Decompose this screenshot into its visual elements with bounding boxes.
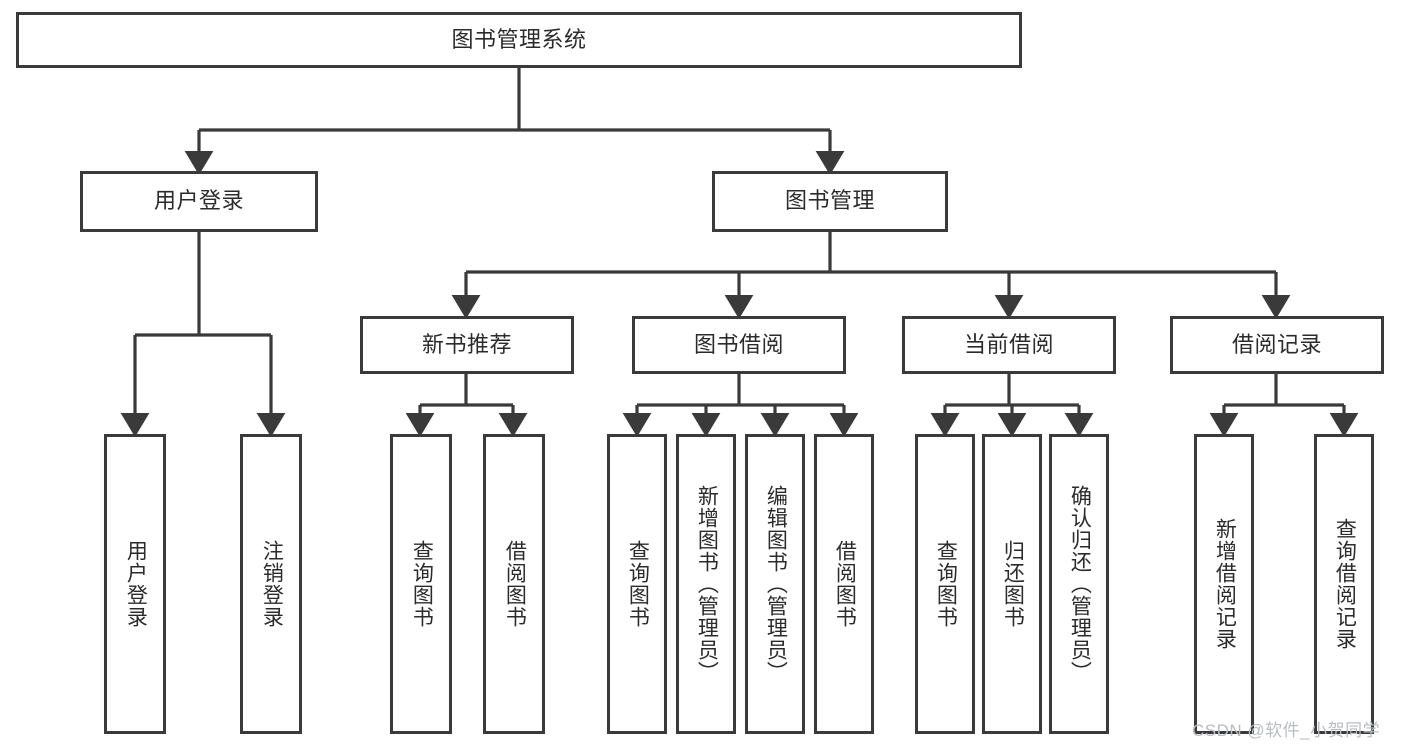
node-borrow-record[interactable]: 借阅记录 xyxy=(1170,316,1384,374)
leaf-inner: 借阅图书 xyxy=(817,437,871,731)
node-current-borrow-label: 当前借阅 xyxy=(963,331,1054,357)
leaf-label: 查询图书 xyxy=(626,540,650,628)
leaf-label: 借阅图书 xyxy=(833,540,857,628)
leaf-label: 编辑图书（管理员） xyxy=(764,485,788,683)
leaf-recommend-query-book[interactable]: 查询图书 xyxy=(390,434,452,734)
leaf-label: 查询图书 xyxy=(934,540,958,628)
node-user-login[interactable]: 用户登录 xyxy=(80,171,318,232)
node-user-login-label: 用户登录 xyxy=(153,188,244,214)
leaf-label: 查询借阅记录 xyxy=(1333,518,1357,650)
leaf-current-query-book[interactable]: 查询图书 xyxy=(915,434,975,734)
leaf-recommend-borrow-book[interactable]: 借阅图书 xyxy=(483,434,545,734)
leaf-current-confirm-return[interactable]: 确认归还（管理员） xyxy=(1049,434,1109,734)
leaf-inner: 新增图书（管理员） xyxy=(679,437,733,731)
leaf-inner: 编辑图书（管理员） xyxy=(748,437,802,731)
leaf-label: 归还图书 xyxy=(1001,540,1025,628)
node-current-borrow[interactable]: 当前借阅 xyxy=(902,316,1116,374)
node-root-label: 图书管理系统 xyxy=(451,26,587,52)
leaf-inner: 查询借阅记录 xyxy=(1317,437,1371,731)
leaf-label: 注销登录 xyxy=(260,540,284,628)
watermark-text: CSDN @软件_小贺同学 xyxy=(1192,721,1381,740)
leaf-borrow-borrow-book[interactable]: 借阅图书 xyxy=(814,434,874,734)
leaf-borrow-add-book[interactable]: 新增图书（管理员） xyxy=(676,434,736,734)
node-book-management[interactable]: 图书管理 xyxy=(712,171,948,232)
leaf-record-add-record[interactable]: 新增借阅记录 xyxy=(1194,434,1254,734)
leaf-label: 借阅图书 xyxy=(503,540,527,628)
node-book-borrow[interactable]: 图书借阅 xyxy=(632,316,846,374)
leaf-inner: 确认归还（管理员） xyxy=(1052,437,1106,731)
leaf-user-login-signout[interactable]: 注销登录 xyxy=(240,434,302,734)
leaf-label: 查询图书 xyxy=(410,540,434,628)
leaf-label: 用户登录 xyxy=(124,540,148,628)
leaf-inner: 查询图书 xyxy=(610,437,664,731)
leaf-inner: 借阅图书 xyxy=(486,437,542,731)
leaf-label: 新增借阅记录 xyxy=(1213,518,1237,650)
node-book-management-label: 图书管理 xyxy=(784,188,875,214)
leaf-inner: 注销登录 xyxy=(243,437,299,731)
leaf-user-login-signin[interactable]: 用户登录 xyxy=(104,434,166,734)
leaf-borrow-edit-book[interactable]: 编辑图书（管理员） xyxy=(745,434,805,734)
leaf-inner: 归还图书 xyxy=(985,437,1039,731)
node-new-book-recommend[interactable]: 新书推荐 xyxy=(360,316,574,374)
leaf-inner: 新增借阅记录 xyxy=(1197,437,1251,731)
leaf-label: 确认归还（管理员） xyxy=(1068,485,1092,683)
node-borrow-record-label: 借阅记录 xyxy=(1231,331,1322,357)
node-book-borrow-label: 图书借阅 xyxy=(693,331,784,357)
leaf-inner: 查询图书 xyxy=(918,437,972,731)
leaf-inner: 查询图书 xyxy=(393,437,449,731)
leaf-current-return-book[interactable]: 归还图书 xyxy=(982,434,1042,734)
leaf-record-query-record[interactable]: 查询借阅记录 xyxy=(1314,434,1374,734)
leaf-borrow-query-book[interactable]: 查询图书 xyxy=(607,434,667,734)
leaf-inner: 用户登录 xyxy=(107,437,163,731)
node-root[interactable]: 图书管理系统 xyxy=(16,12,1022,68)
leaf-label: 新增图书（管理员） xyxy=(695,485,719,683)
node-new-book-recommend-label: 新书推荐 xyxy=(421,331,512,357)
